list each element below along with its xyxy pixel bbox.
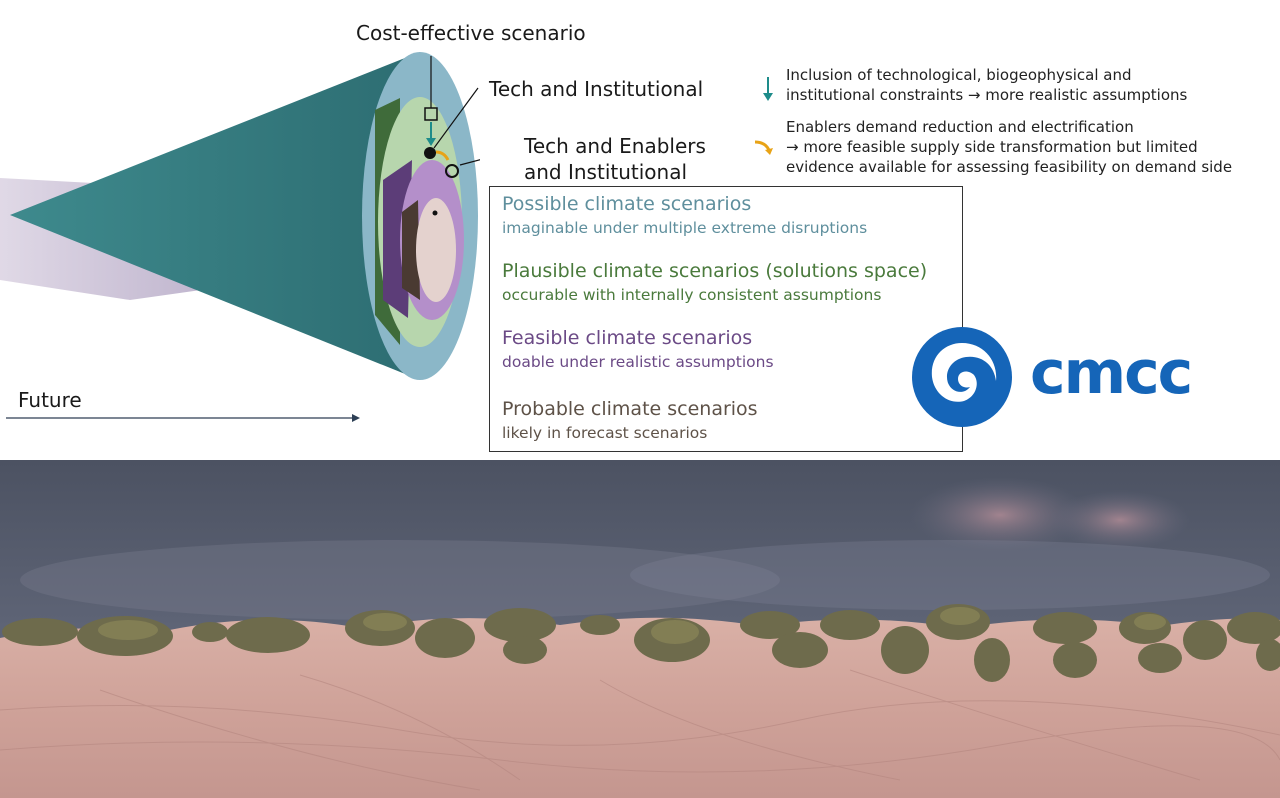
- probable-ring: [416, 198, 456, 302]
- legend-inclusion-line2: institutional constraints → more realist…: [786, 86, 1188, 104]
- tech-enablers-marker: [445, 164, 459, 178]
- category-probable-subtitle: likely in forecast scenarios: [502, 424, 708, 442]
- scenario-categories-box: Possible climate scenarios imaginable un…: [489, 186, 963, 452]
- tech-institutional-label: Tech and Institutional: [489, 77, 704, 101]
- tech-enablers-leader: [459, 159, 480, 166]
- probable-marker: [432, 210, 438, 216]
- category-possible-title: Possible climate scenarios: [502, 193, 752, 215]
- orange-curved-arrow-icon: [754, 140, 773, 155]
- category-feasible-subtitle: doable under realistic assumptions: [502, 353, 774, 371]
- orange-arrow: [435, 150, 450, 161]
- legend-enablers-line3: evidence available for assessing feasibi…: [786, 158, 1233, 176]
- category-probable: Probable climate scenarios likely in for…: [502, 398, 758, 442]
- diagram-panel: Cost-effective scenario Tech and Institu…: [0, 21, 1233, 452]
- category-feasible: Feasible climate scenarios doable under …: [502, 327, 774, 371]
- dunes-photo: [0, 460, 1280, 798]
- legend-inclusion-line1: Inclusion of technological, biogeophysic…: [786, 66, 1132, 84]
- tech-enablers-label-line1: Tech and Enablers: [524, 134, 706, 158]
- category-possible: Possible climate scenarios imaginable un…: [502, 193, 867, 237]
- teal-down-arrow-icon: [763, 77, 773, 101]
- category-plausible-subtitle: occurable with internally consistent ass…: [502, 286, 882, 304]
- possible-cone-body: [10, 52, 420, 380]
- cmcc-logo-text: cmcc: [1030, 338, 1193, 408]
- future-label: Future: [18, 388, 82, 412]
- dunes-photo-illustration: [0, 460, 1280, 798]
- category-plausible: Plausible climate scenarios (solutions s…: [502, 260, 927, 304]
- tech-institutional-leader: [433, 87, 479, 149]
- legend-enablers-line1: Enablers demand reduction and electrific…: [786, 118, 1134, 136]
- probable-depth: [402, 200, 420, 300]
- category-plausible-title: Plausible climate scenarios (solutions s…: [502, 260, 928, 282]
- category-probable-title: Probable climate scenarios: [502, 398, 758, 420]
- category-possible-subtitle: imaginable under multiple extreme disrup…: [502, 219, 868, 237]
- scenario-cone-diagram: [0, 52, 480, 422]
- cmcc-logo-emblem: [912, 327, 1012, 427]
- cost-effective-label: Cost-effective scenario: [356, 21, 586, 45]
- tech-institutional-marker: [424, 147, 436, 159]
- teal-arrow-head: [426, 138, 436, 146]
- legend-enablers-line2: → more feasible supply side transformati…: [786, 138, 1198, 156]
- tech-enablers-label-line2: and Institutional: [524, 160, 688, 184]
- category-feasible-title: Feasible climate scenarios: [502, 327, 753, 349]
- future-arrow-head: [352, 414, 360, 422]
